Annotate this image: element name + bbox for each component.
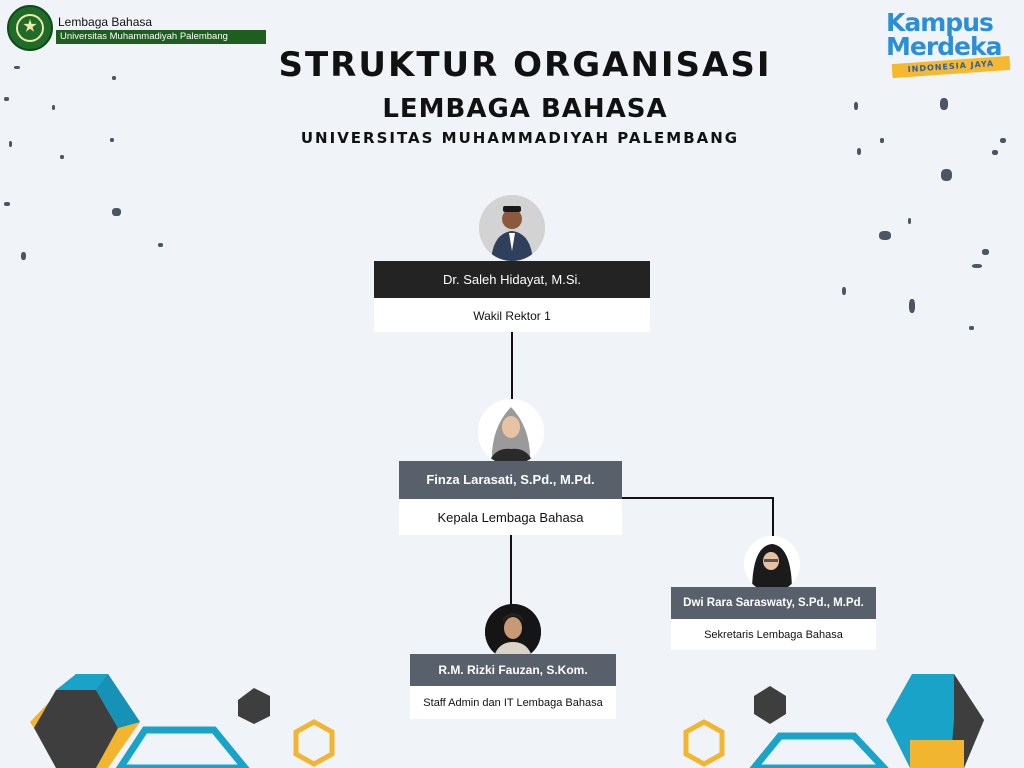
avatar bbox=[485, 604, 541, 660]
km-line2: Merdeka bbox=[886, 32, 1003, 61]
person-role: Staff Admin dan IT Lembaga Bahasa bbox=[410, 686, 616, 719]
university-logo bbox=[7, 5, 53, 51]
connector-line bbox=[511, 332, 513, 402]
avatar bbox=[478, 399, 544, 465]
brand-university: Universitas Muhammadiyah Palembang bbox=[56, 30, 266, 44]
institution-name: UNIVERSITAS MUHAMMADIYAH PALEMBANG bbox=[300, 129, 740, 147]
avatar bbox=[744, 536, 800, 592]
page-title: STRUKTUR ORGANISASI bbox=[278, 45, 772, 85]
km-line1: Kampus bbox=[886, 8, 994, 37]
kampus-merdeka-logo: Kampus Merdeka INDONESIA JAYA bbox=[884, 8, 1014, 80]
decorative-hexagons-left bbox=[30, 674, 335, 768]
person-role: Sekretaris Lembaga Bahasa bbox=[671, 619, 876, 650]
connector-line bbox=[622, 497, 774, 499]
connector-line bbox=[772, 497, 774, 539]
person-role: Wakil Rektor 1 bbox=[374, 298, 650, 332]
connector-line bbox=[510, 535, 512, 605]
person-name: Dr. Saleh Hidayat, M.Si. bbox=[374, 261, 650, 298]
brand-name: Lembaga Bahasa bbox=[58, 15, 153, 29]
person-name: Finza Larasati, S.Pd., M.Pd. bbox=[399, 461, 622, 499]
person-role: Kepala Lembaga Bahasa bbox=[399, 499, 622, 535]
person-name: Dwi Rara Saraswaty, S.Pd., M.Pd. bbox=[671, 587, 876, 619]
avatar bbox=[479, 195, 545, 261]
decorative-hexagons-right bbox=[683, 674, 984, 768]
page-subtitle: LEMBAGA BAHASA bbox=[382, 94, 668, 124]
person-name: R.M. Rizki Fauzan, S.Kom. bbox=[410, 654, 616, 686]
